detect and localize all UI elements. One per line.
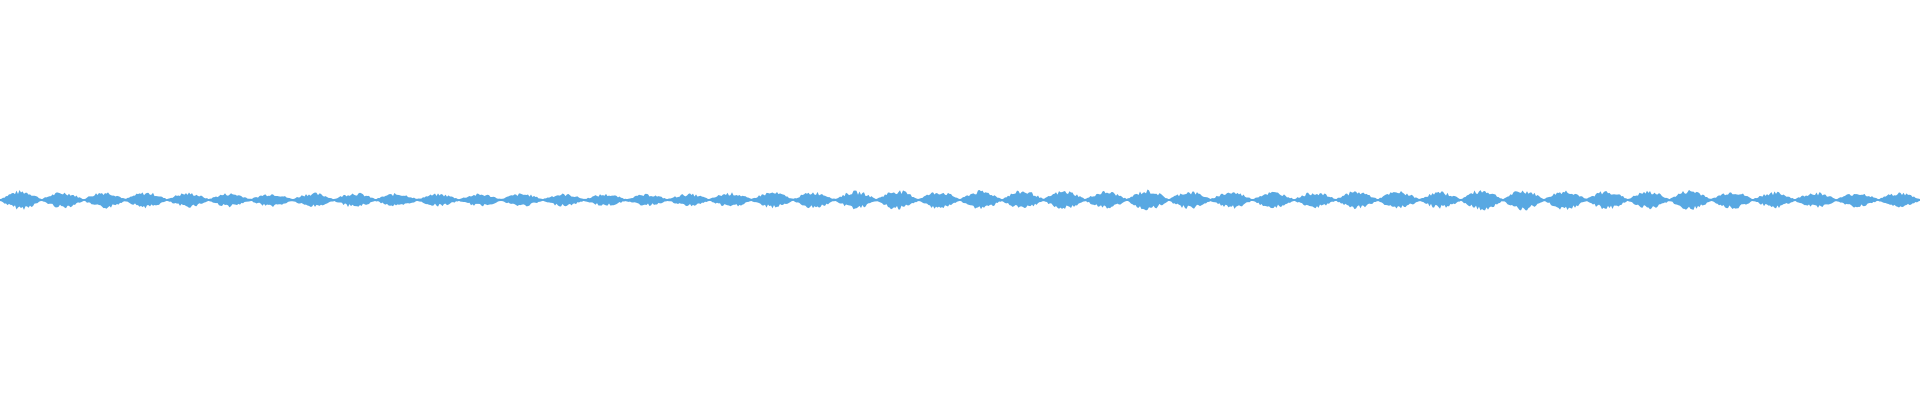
audio-waveform — [0, 189, 1920, 211]
audio-waveform-panel — [0, 189, 1920, 211]
